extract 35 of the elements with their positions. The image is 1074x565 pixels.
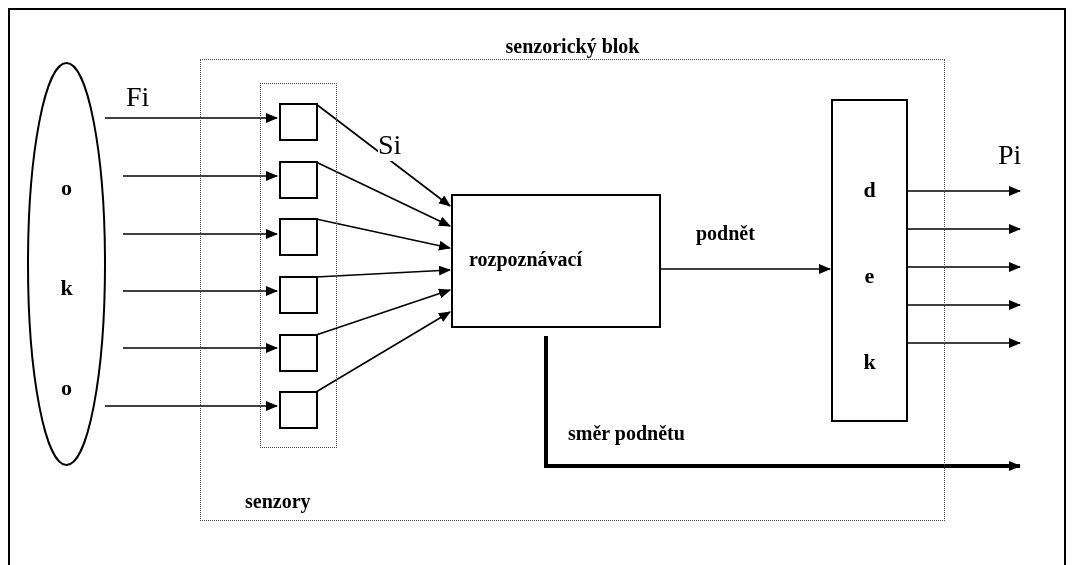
arrow [906,186,1021,196]
process-box [451,194,661,328]
square-box [279,103,318,141]
vertical-label: oko [59,174,74,402]
square-box [279,218,318,256]
vertical-label: dek [862,176,877,376]
group-label: senzory [245,490,311,513]
arrow [544,336,1021,471]
square-box [279,334,318,372]
arrow [315,218,451,251]
arrow [315,265,451,278]
edge-label: podnět [696,222,755,244]
square-box [279,391,318,429]
arrow [315,311,451,393]
arrow [659,264,831,274]
arrow [315,103,451,207]
arrow [906,262,1021,272]
square-box [279,276,318,314]
arrow [104,113,278,123]
oval-shape [27,62,106,466]
arrow [122,343,278,353]
arrow [906,224,1021,234]
arrow [122,229,278,239]
block-box [831,99,908,422]
arrow [315,288,451,336]
square-box [279,161,318,199]
arrow [906,300,1021,310]
arrow [122,171,278,181]
arrow [906,338,1021,348]
arrow [104,401,278,411]
box-label: rozpoznávací [469,248,582,271]
edge-label: směr podnětu [568,422,685,444]
arrow [315,161,451,227]
block-heading: senzorický blok [505,35,640,57]
arrow [122,286,278,296]
